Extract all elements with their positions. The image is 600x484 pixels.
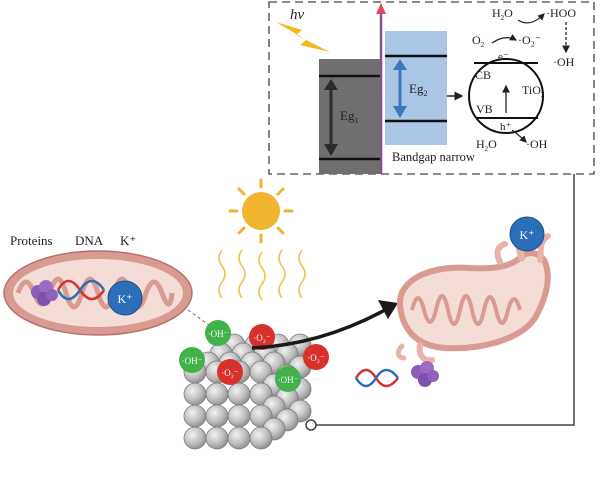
released-protein-icon — [411, 361, 439, 387]
nanoparticle-sphere — [184, 405, 206, 427]
nanoparticle-sphere — [228, 405, 250, 427]
light-rays — [219, 250, 305, 300]
oh-bottom-label: ·OH — [526, 137, 548, 151]
membrane-fragment-5 — [398, 346, 404, 358]
dna-label: DNA — [75, 233, 104, 248]
connector-dot — [306, 420, 316, 430]
superoxide-label: ·O₂⁻ — [518, 33, 541, 47]
nanoparticle-sphere — [206, 383, 228, 405]
ros-o2-3-label: ·O₂⁻ — [307, 353, 325, 363]
proteins-label: Proteins — [10, 233, 53, 248]
hole-label: h⁺ — [500, 121, 512, 133]
electron-label: e⁻ — [498, 51, 509, 63]
hoo-label: ·HOO — [546, 6, 576, 20]
nanoparticle-cube — [184, 334, 311, 449]
right-mitochondrion: K⁺ — [398, 217, 548, 360]
nanoparticle-sphere — [228, 427, 250, 449]
membrane-fragment-3 — [498, 244, 505, 262]
ros-o2-1-label: ·O₂⁻ — [253, 333, 271, 343]
sun-icon — [230, 180, 292, 242]
inset-panel: hν Eg1 Eg2 Bandgap narrow CB VB TiO2 e⁻ … — [269, 2, 594, 174]
nanoparticle-sphere — [206, 427, 228, 449]
ros-oh-1-label: ·OH⁻ — [208, 329, 229, 339]
left-mitochondrion: Proteins DNA K⁺ K⁺ — [4, 233, 192, 335]
released-dna-icon — [356, 370, 398, 386]
ros-oh-2-label: ·OH⁻ — [182, 356, 203, 366]
ros-o2-2-label: ·O₂⁻ — [221, 368, 239, 378]
nanoparticle-sphere — [250, 427, 272, 449]
cb-label: CB — [475, 68, 491, 82]
oh-top-label: ·OH — [553, 55, 575, 69]
vb-label: VB — [476, 102, 493, 116]
nanoparticle-sphere — [184, 383, 206, 405]
attack-arrowhead — [378, 300, 398, 319]
nanoparticle-sphere — [228, 383, 250, 405]
hv-label: hν — [290, 7, 305, 23]
nanoparticle-sphere — [206, 405, 228, 427]
bandgap-narrow-label: Bandgap narrow — [392, 150, 475, 164]
k-ion-right-label: K⁺ — [520, 228, 535, 242]
k-ion-left-label: K⁺ — [118, 292, 133, 306]
nanoparticle-sphere — [184, 427, 206, 449]
k-label: K⁺ — [120, 233, 136, 248]
ros-oh-3-label: ·OH⁻ — [278, 375, 299, 385]
